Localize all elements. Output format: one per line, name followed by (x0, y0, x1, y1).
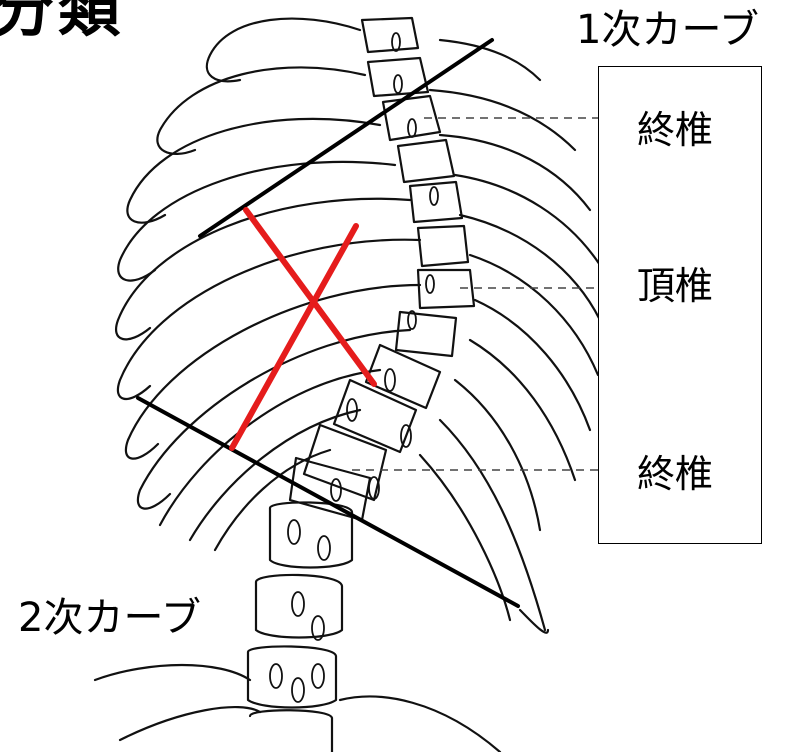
primary-curve-label: 1次カーブ (576, 7, 760, 53)
vertebra-legend-box: 終椎 頂椎 終椎 (598, 66, 762, 544)
upper-endplate-line (198, 38, 494, 238)
cobb-line-2 (229, 223, 359, 451)
apex-vertebra-label: 頂椎 (637, 264, 714, 308)
lower-end-vertebra-label: 終椎 (637, 452, 714, 496)
right-ribs (418, 38, 602, 632)
title-fragment: 分類 (0, 0, 125, 45)
vertebra-details (269, 32, 439, 703)
secondary-curve-label: 2次カーブ (18, 595, 202, 641)
cobb-line-1 (243, 207, 377, 387)
upper-end-vertebra-label: 終椎 (637, 108, 714, 152)
pelvis-outline (93, 608, 550, 752)
lower-endplate-line (136, 396, 520, 608)
